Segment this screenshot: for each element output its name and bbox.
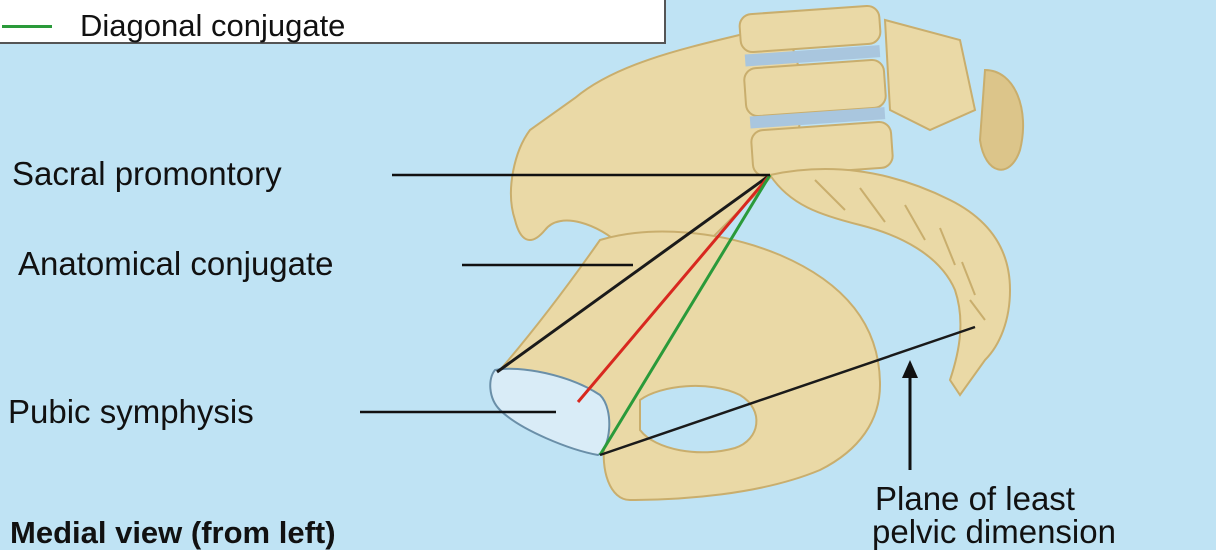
label-pubic-symphysis: Pubic symphysis (8, 395, 254, 428)
label-anatomical-conjugate: Anatomical conjugate (18, 247, 334, 280)
label-plane-line2: pelvic dimension (872, 515, 1116, 548)
arrow-least-dimension (902, 360, 918, 470)
legend-item-diagonal-conjugate: Diagonal conjugate (2, 8, 345, 44)
label-sacral-promontory: Sacral promontory (12, 157, 282, 190)
legend-label-diagonal-conjugate: Diagonal conjugate (80, 8, 345, 44)
diagram-caption: Medial view (from left) (10, 517, 336, 548)
legend-box: Diagonal conjugate (0, 0, 666, 44)
vertebral-column (739, 5, 1023, 177)
obturator-foramen (640, 386, 756, 452)
legend-swatch-diagonal-conjugate (2, 25, 52, 28)
label-plane-line1: Plane of least (875, 482, 1075, 515)
